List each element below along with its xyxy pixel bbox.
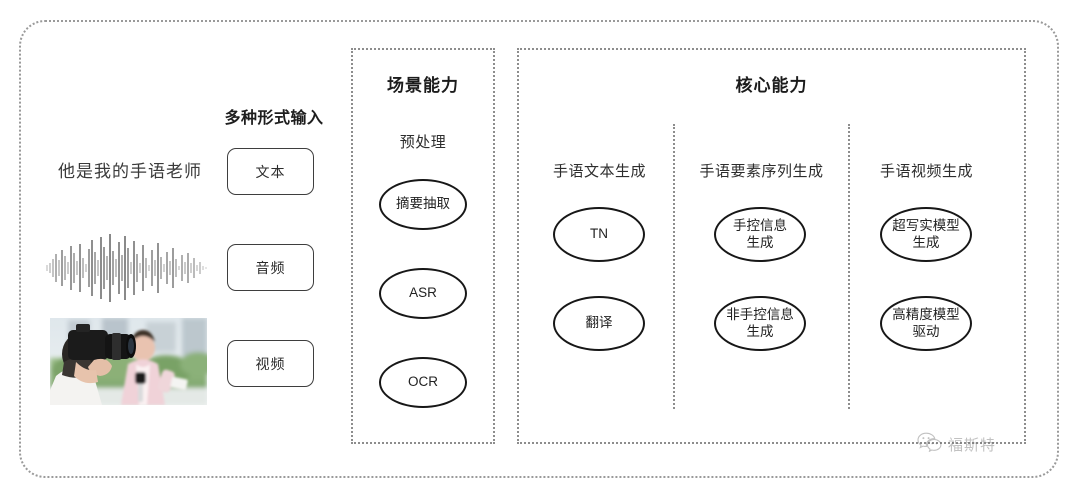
core-column-header-sign-element-sequence-generation: 手语要素序列生成 [699, 163, 824, 180]
wechat-icon [917, 432, 943, 457]
node-tn[interactable]: TN [553, 207, 645, 262]
video-thumbnail-icon [50, 318, 207, 405]
node-summary-extraction[interactable]: 摘要抽取 [379, 179, 467, 230]
core-column-header-sign-video-generation: 手语视频生成 [879, 163, 973, 180]
node-ocr[interactable]: OCR [379, 357, 467, 408]
watermark-label: 福斯特 [948, 437, 997, 454]
waveform-icon [43, 232, 209, 304]
outer-frame [19, 20, 1059, 478]
watermark: 福斯特 [917, 432, 996, 457]
core-column-header-sign-text-generation: 手语文本生成 [552, 163, 646, 180]
input-section-heading: 多种形式输入 [224, 110, 324, 127]
scene-subheading-preprocess: 预处理 [399, 134, 447, 151]
sample-sentence-text: 他是我的手语老师 [58, 162, 202, 181]
scene-capability-panel: 场景能力 [351, 48, 495, 444]
node-translation[interactable]: 翻译 [553, 296, 645, 351]
modality-button-video[interactable]: 视频 [227, 340, 314, 387]
node-asr[interactable]: ASR [379, 268, 467, 319]
core-column-divider-1 [673, 124, 675, 409]
core-column-divider-2 [848, 124, 850, 409]
modality-button-audio[interactable]: 音频 [227, 244, 314, 291]
scene-panel-title: 场景能力 [387, 76, 459, 95]
node-non-manual-signal-generation[interactable]: 非手控信息生成 [714, 296, 806, 351]
node-high-precision-model-driving[interactable]: 高精度模型驱动 [880, 296, 972, 351]
core-panel-title: 核心能力 [735, 76, 808, 95]
node-manual-signal-generation[interactable]: 手控信息生成 [714, 207, 806, 262]
node-photorealistic-model-generation[interactable]: 超写实模型生成 [880, 207, 972, 262]
core-capability-panel: 核心能力 [517, 48, 1026, 444]
modality-button-text[interactable]: 文本 [227, 148, 314, 195]
